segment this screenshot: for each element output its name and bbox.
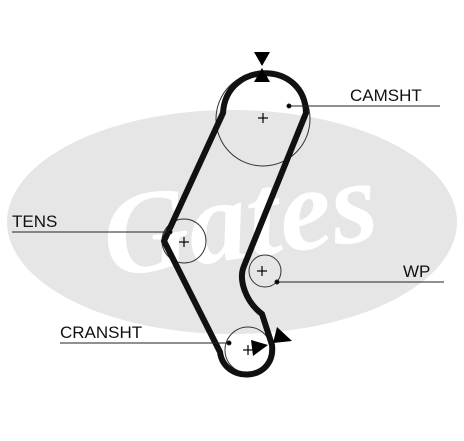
center-markers [179,113,268,355]
gates-watermark-logo: Gates [7,110,457,334]
camshaft-label: CAMSHT [350,86,422,105]
registered-mark-icon [399,239,413,253]
camshaft-top-timing-mark-icon [254,52,270,66]
tensioner-center-icon [179,237,189,247]
water-pump-label: WP [403,262,430,281]
tensioner-leader-dot [167,229,173,235]
water-pump-center-icon [257,266,267,276]
camshaft-bottom-timing-mark-icon [254,68,270,82]
watermark-oval [7,110,457,334]
crankshaft-center-icon [243,345,253,355]
water-pump-leader-dot [274,279,280,285]
tensioner-label: TENS [12,212,57,231]
crankshaft-timing-mark-icon [273,327,292,343]
crankshaft-pointer-icon [251,340,268,356]
camshaft-center-icon [258,113,268,123]
crankshaft-leader-dot [226,340,232,346]
crankshaft-label: CRANSHT [60,323,142,342]
camshaft-leader-dot [286,103,292,109]
leader-lines [12,103,444,346]
timing-marks [251,52,292,356]
water-pump-pulley [248,254,282,288]
